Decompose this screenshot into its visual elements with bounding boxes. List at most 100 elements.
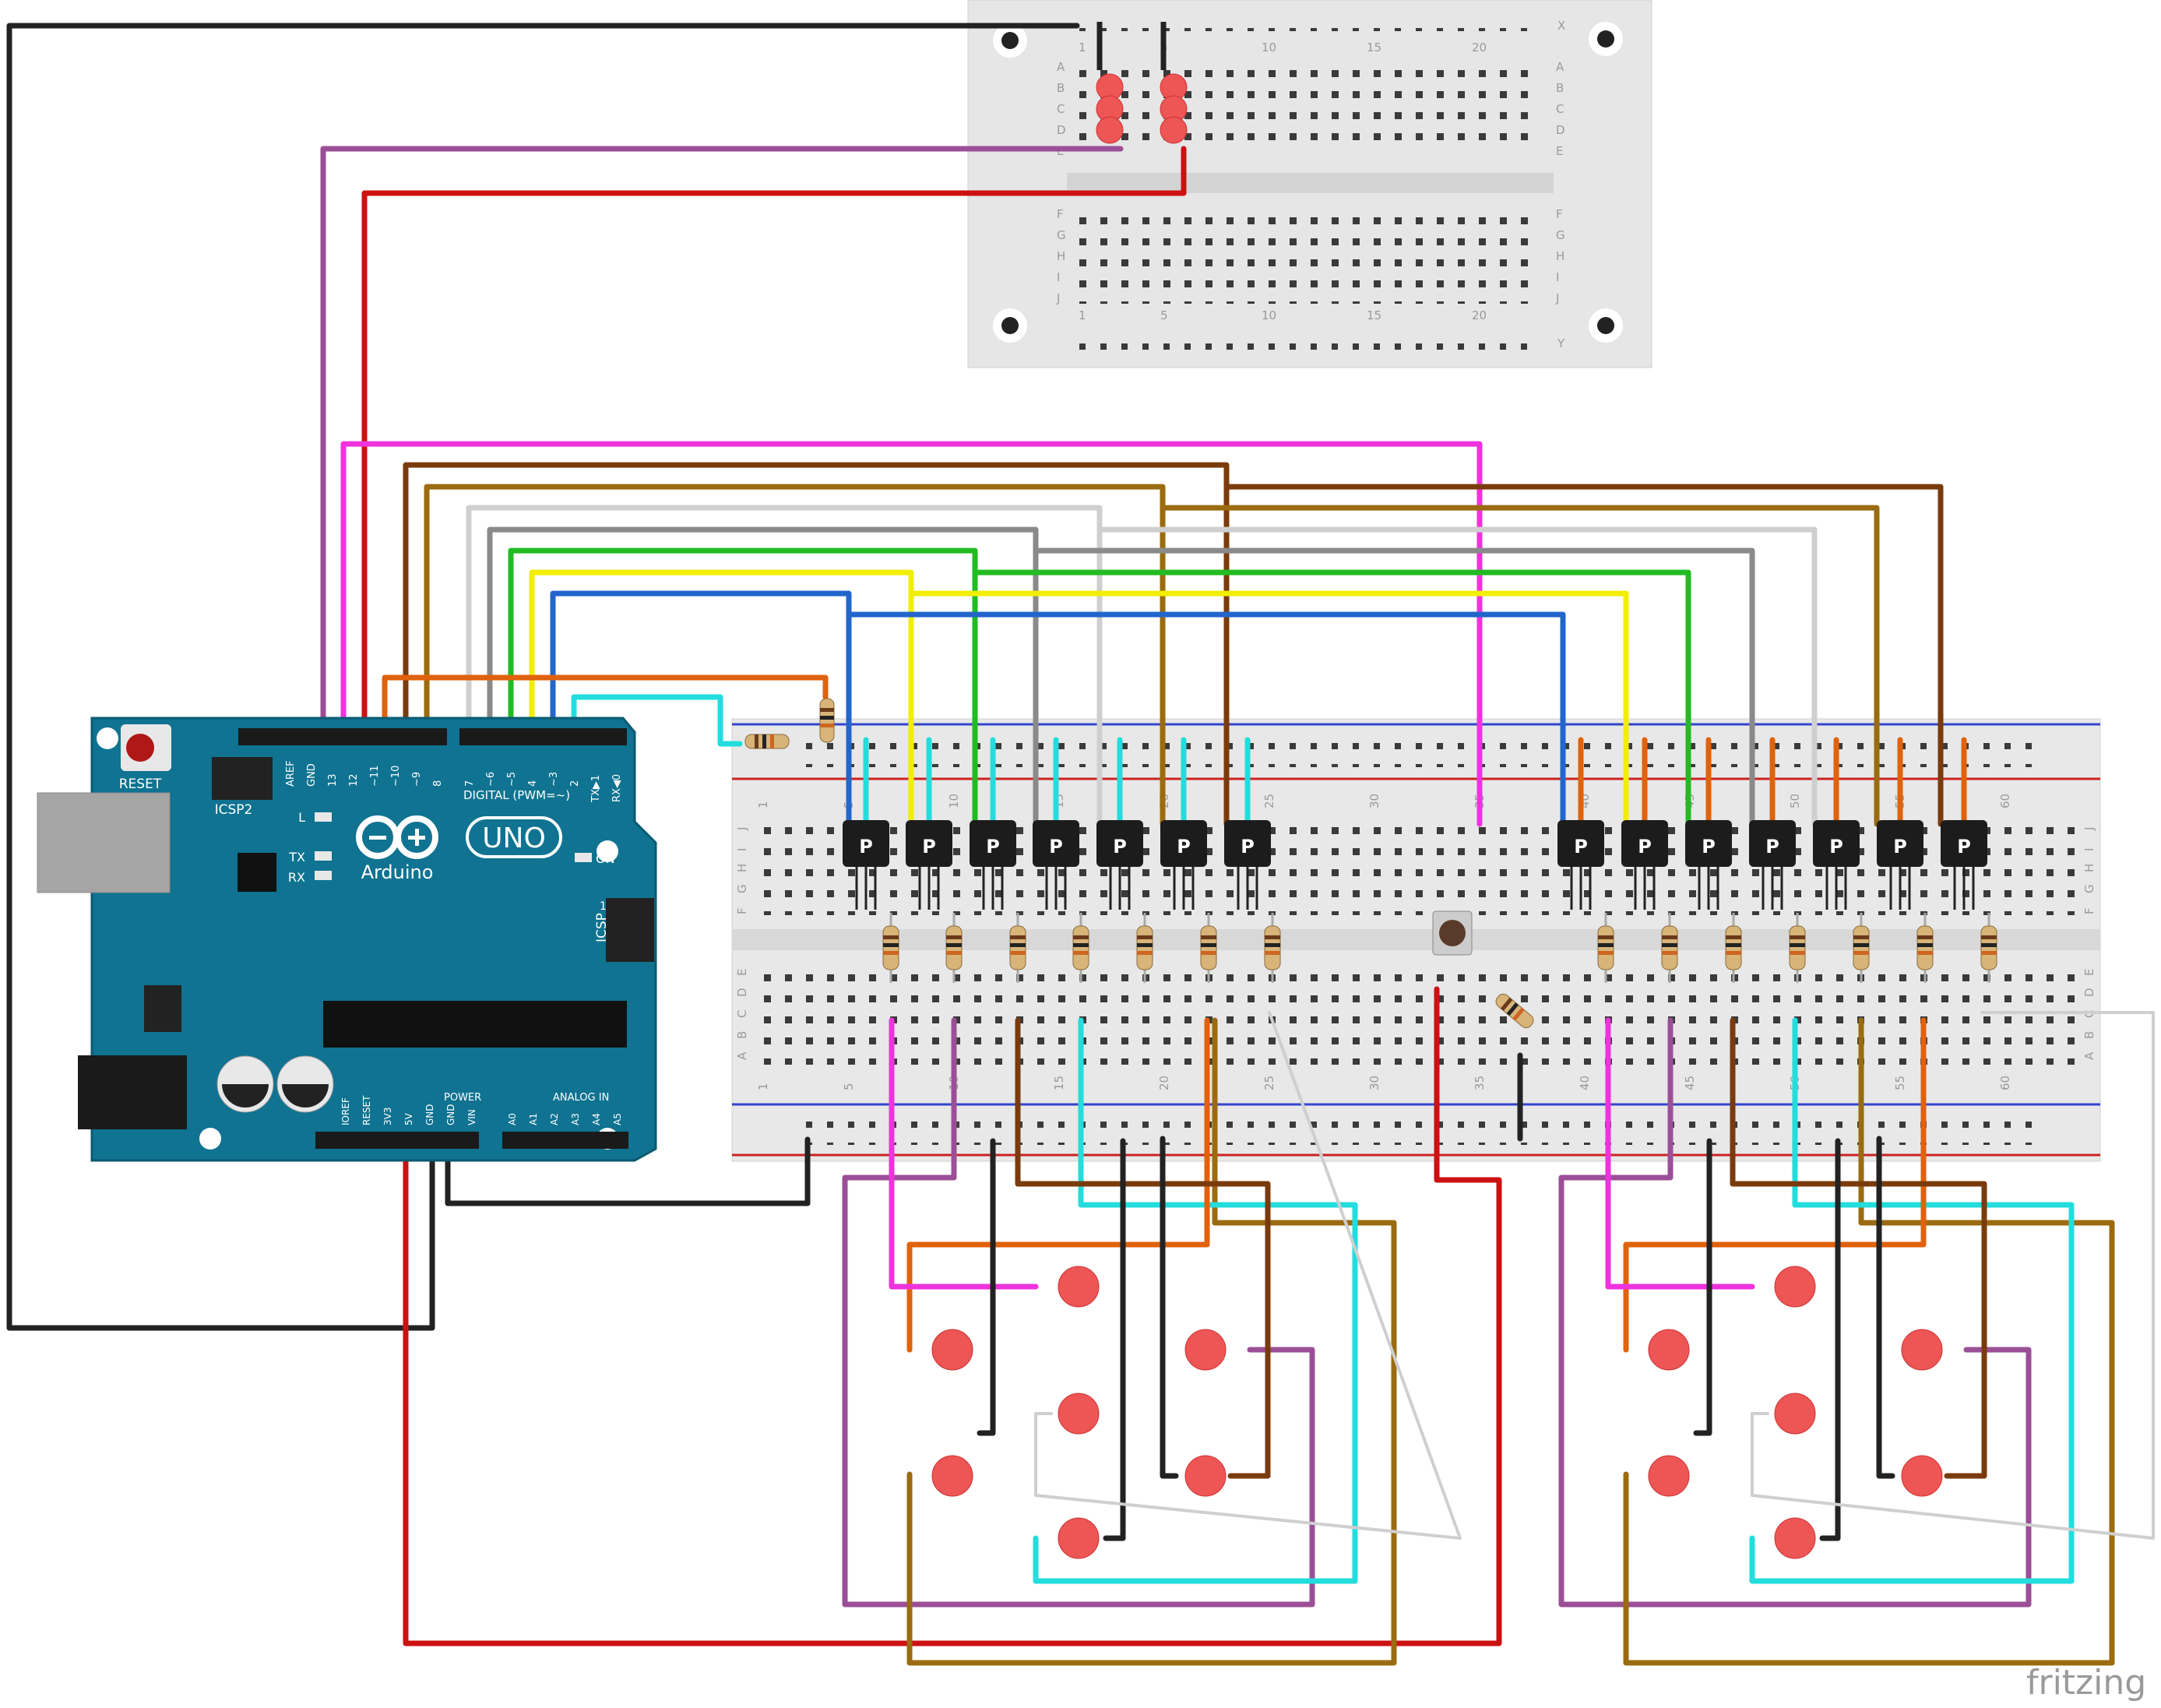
row-label: H (1556, 249, 1564, 263)
row-label: B (735, 1031, 749, 1039)
digital-header-left (238, 728, 447, 745)
pin-label: ~11 (369, 766, 381, 787)
pin-label: 2 (569, 780, 581, 787)
row-label: C (1057, 102, 1065, 116)
row-label: J (1555, 291, 1559, 305)
transistor-label: P (1113, 836, 1127, 858)
wire (1623, 1017, 1927, 1353)
column-label: 20 (1472, 308, 1487, 322)
resistor (1597, 913, 1614, 983)
transistor-label: P (1241, 836, 1255, 858)
icsp2-header (212, 757, 273, 800)
power-jack (78, 1055, 187, 1129)
wire (1730, 1017, 1987, 1479)
transistor-label: P (1638, 836, 1652, 858)
row-label: E (2082, 969, 2096, 976)
column-label: 1 (756, 1083, 770, 1090)
pushbutton-cap[interactable] (1439, 920, 1466, 946)
pin-label: RESET (361, 1095, 372, 1125)
transistor-label: P (986, 836, 1000, 858)
column-label: 5 (842, 1083, 856, 1090)
column-label: 25 (1262, 794, 1276, 808)
pin-label: A4 (591, 1113, 602, 1125)
row-label: H (735, 864, 749, 872)
digital-header-right (459, 728, 627, 745)
transistor: P (906, 737, 952, 910)
icsp-pin-one-label: 1 (600, 900, 607, 913)
row-label: D (1057, 123, 1066, 137)
wires (6, 23, 1944, 1646)
led-matrix-right (1558, 1011, 2155, 1666)
model-label: UNO (482, 822, 546, 854)
column-label: 40 (1578, 1076, 1592, 1090)
pin-label: ~9 (411, 772, 423, 787)
row-label: G (735, 884, 749, 893)
pin-label: 4 (527, 780, 539, 787)
column-label: 1 (1079, 308, 1086, 322)
column-label: 1 (756, 801, 770, 808)
wire (6, 23, 1080, 1331)
matrix-led (1058, 1517, 1100, 1559)
resistor (1072, 913, 1089, 983)
row-label: C (735, 1010, 749, 1018)
row-label: A (735, 1051, 749, 1060)
atmega-chip (323, 1001, 627, 1048)
row-label: I (1057, 270, 1060, 284)
row-label: I (1556, 270, 1559, 284)
transistor-label: P (922, 836, 936, 858)
led-on-label: ON (596, 851, 615, 866)
column-label: 5 (1160, 308, 1168, 322)
rail-label: Y (1557, 336, 1565, 350)
wire (846, 611, 1566, 827)
wire (1033, 548, 1755, 827)
pin-label: GND (306, 763, 318, 787)
pin-label: ~3 (548, 772, 560, 787)
column-label: 1 (1079, 40, 1086, 55)
transistor: P (970, 737, 1016, 910)
row-label: G (1556, 228, 1565, 242)
matrix-led (1774, 1393, 1816, 1435)
matrix-led (1901, 1329, 1943, 1371)
power-header (315, 1132, 479, 1149)
transistor: P (1621, 737, 1668, 910)
row-label: A (1556, 60, 1564, 74)
wire (1693, 1138, 1712, 1436)
row-label: G (2082, 884, 2096, 893)
row-label: B (2082, 1031, 2096, 1039)
wire (1751, 1011, 2155, 1540)
led-light (1160, 116, 1188, 144)
row-label: E (735, 969, 749, 976)
wire (908, 590, 1629, 827)
pin-label: 12 (348, 773, 360, 787)
pin-label: IOREF (340, 1097, 351, 1125)
led-rx-label: RX (288, 870, 305, 885)
wire (1096, 526, 1818, 827)
transistor: P (1224, 737, 1271, 910)
resistor (819, 698, 835, 743)
column-label: 15 (1052, 1076, 1066, 1090)
rail-label: X (1557, 19, 1565, 33)
wire (1160, 1136, 1179, 1479)
wire (361, 146, 1187, 735)
row-label: B (1556, 81, 1564, 95)
column-label: 30 (1367, 794, 1381, 808)
column-label: 45 (1683, 1076, 1697, 1090)
reset-button-cap[interactable] (126, 734, 154, 762)
transistor-label: P (1702, 836, 1716, 858)
transistor-label: P (1893, 836, 1907, 858)
wire (842, 1017, 1315, 1608)
wire (1034, 1011, 1462, 1540)
analog-label: ANALOG IN (553, 1092, 609, 1104)
wire (972, 569, 1691, 827)
wire (1623, 1017, 2115, 1666)
row-label: I (735, 848, 749, 851)
mount-hole (199, 1128, 221, 1150)
row-label: I (2082, 848, 2096, 851)
row-label: F (735, 907, 749, 914)
pin-label: A0 (507, 1113, 518, 1125)
wire (889, 1017, 1039, 1290)
transistor: P (1877, 737, 1923, 910)
column-label: 25 (1262, 1076, 1276, 1090)
transistor-label: P (1765, 836, 1779, 858)
